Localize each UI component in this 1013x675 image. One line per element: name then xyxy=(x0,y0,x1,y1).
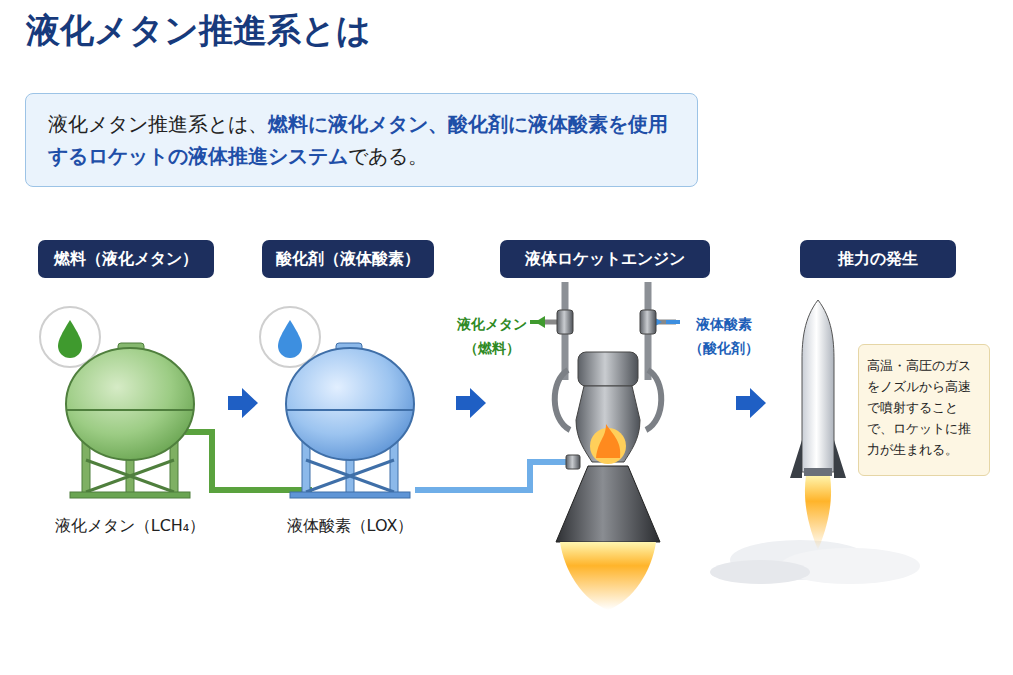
node-text: 液化メタン推進系とは、 xyxy=(48,112,268,136)
node-text: 燃料（液化メタン） xyxy=(54,249,198,270)
node-text: 推力の発生 xyxy=(838,249,918,270)
rocket-engine xyxy=(530,282,680,610)
oxygen-tank xyxy=(260,307,414,498)
tank-caption: 液体酸素（LOX） xyxy=(265,516,435,537)
callout-box: 高温・高圧のガスをノズルから高速で噴射することで、ロケットに推力が生まれる。 xyxy=(858,344,990,476)
flow-arrow xyxy=(228,388,766,418)
text-flow: 液化メタン推進系とは、燃料に液化メタン、酸化剤に液体酸素を使用するロケットの液体… xyxy=(48,108,675,172)
node-text: 酸化剤（液体酸素） xyxy=(276,249,420,270)
stage-header: 液体ロケットエンジン xyxy=(500,240,710,278)
pipe-label: 液体酸素 （酸化剤） xyxy=(681,312,767,360)
node-text: である。 xyxy=(348,144,428,168)
stage-header: 推力の発生 xyxy=(800,240,956,278)
node-text: 高温・高圧のガスをノズルから高速で噴射することで、ロケットに推力が生まれる。 xyxy=(867,355,981,460)
methane-tank xyxy=(40,307,194,498)
pipe-label: 液化メタン （燃料） xyxy=(444,312,540,360)
tank-caption: 液化メタン（LCH₄） xyxy=(45,516,215,537)
title: 液化メタン推進系とは xyxy=(26,8,371,54)
node-text: 液体ロケットエンジン xyxy=(525,249,685,270)
definition-box: 液化メタン推進系とは、燃料に液化メタン、酸化剤に液体酸素を使用するロケットの液体… xyxy=(25,93,698,187)
stage-header: 酸化剤（液体酸素） xyxy=(262,240,434,278)
stage-header: 燃料（液化メタン） xyxy=(38,240,214,278)
